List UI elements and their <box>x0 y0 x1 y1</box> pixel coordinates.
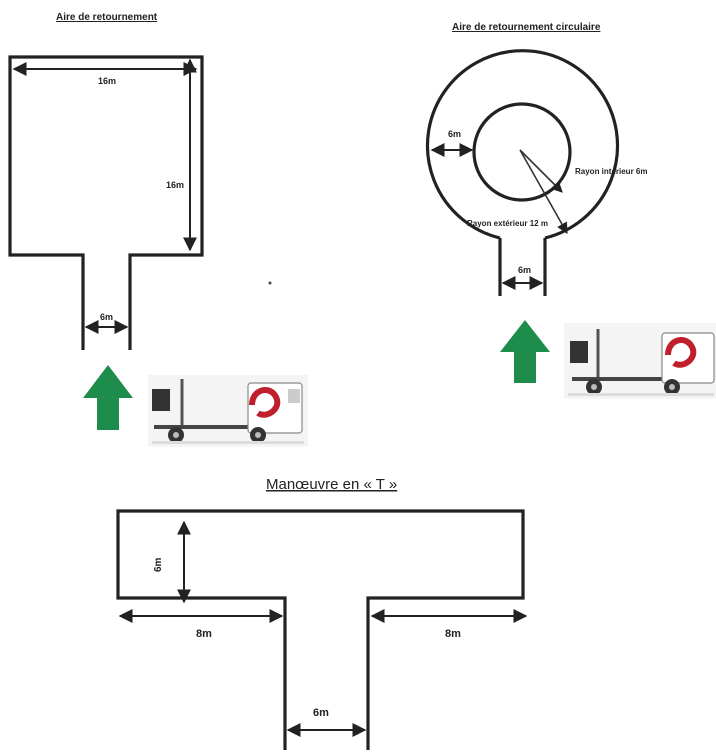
square-height-label: 16m <box>166 180 184 190</box>
ring-width-label: 6m <box>448 129 461 139</box>
circular-area-title: Aire de retournement circulaire <box>452 22 601 33</box>
direction-arrow-icon <box>83 365 133 430</box>
truck-icon <box>564 323 716 399</box>
inner-radius-arrow <box>519 149 563 193</box>
t-maneuver: Manœuvre en « T » 6m 8m 8m 6m <box>116 476 528 750</box>
square-turning-area: Aire de retournement 16m 16m 6m <box>8 12 308 447</box>
circular-turning-area: Aire de retournement circulaire 6m Rayon… <box>425 22 716 399</box>
t-right-arm-label: 8m <box>445 628 461 640</box>
circular-entry-label: 6m <box>518 265 531 275</box>
square-area-outline <box>8 55 204 350</box>
t-maneuver-title: Manœuvre en « T » <box>266 476 397 493</box>
outer-radius-arrow <box>519 149 568 234</box>
t-maneuver-outline <box>116 509 525 750</box>
circular-inner-outline <box>472 102 572 202</box>
direction-arrow-icon <box>500 320 550 383</box>
inner-radius-label: Rayon intérieur 6m <box>575 167 647 176</box>
truck-icon <box>148 375 308 447</box>
square-entry-label: 6m <box>100 312 113 322</box>
t-depth-label: 6m <box>153 557 164 572</box>
t-stem-label: 6m <box>313 707 329 719</box>
square-area-title: Aire de retournement <box>56 12 158 23</box>
square-width-label: 16m <box>98 76 116 86</box>
speck <box>268 281 272 285</box>
outer-radius-label: Rayon extérieur 12 m <box>467 219 548 228</box>
t-left-arm-label: 8m <box>196 628 212 640</box>
circular-outer-outline <box>425 49 620 240</box>
